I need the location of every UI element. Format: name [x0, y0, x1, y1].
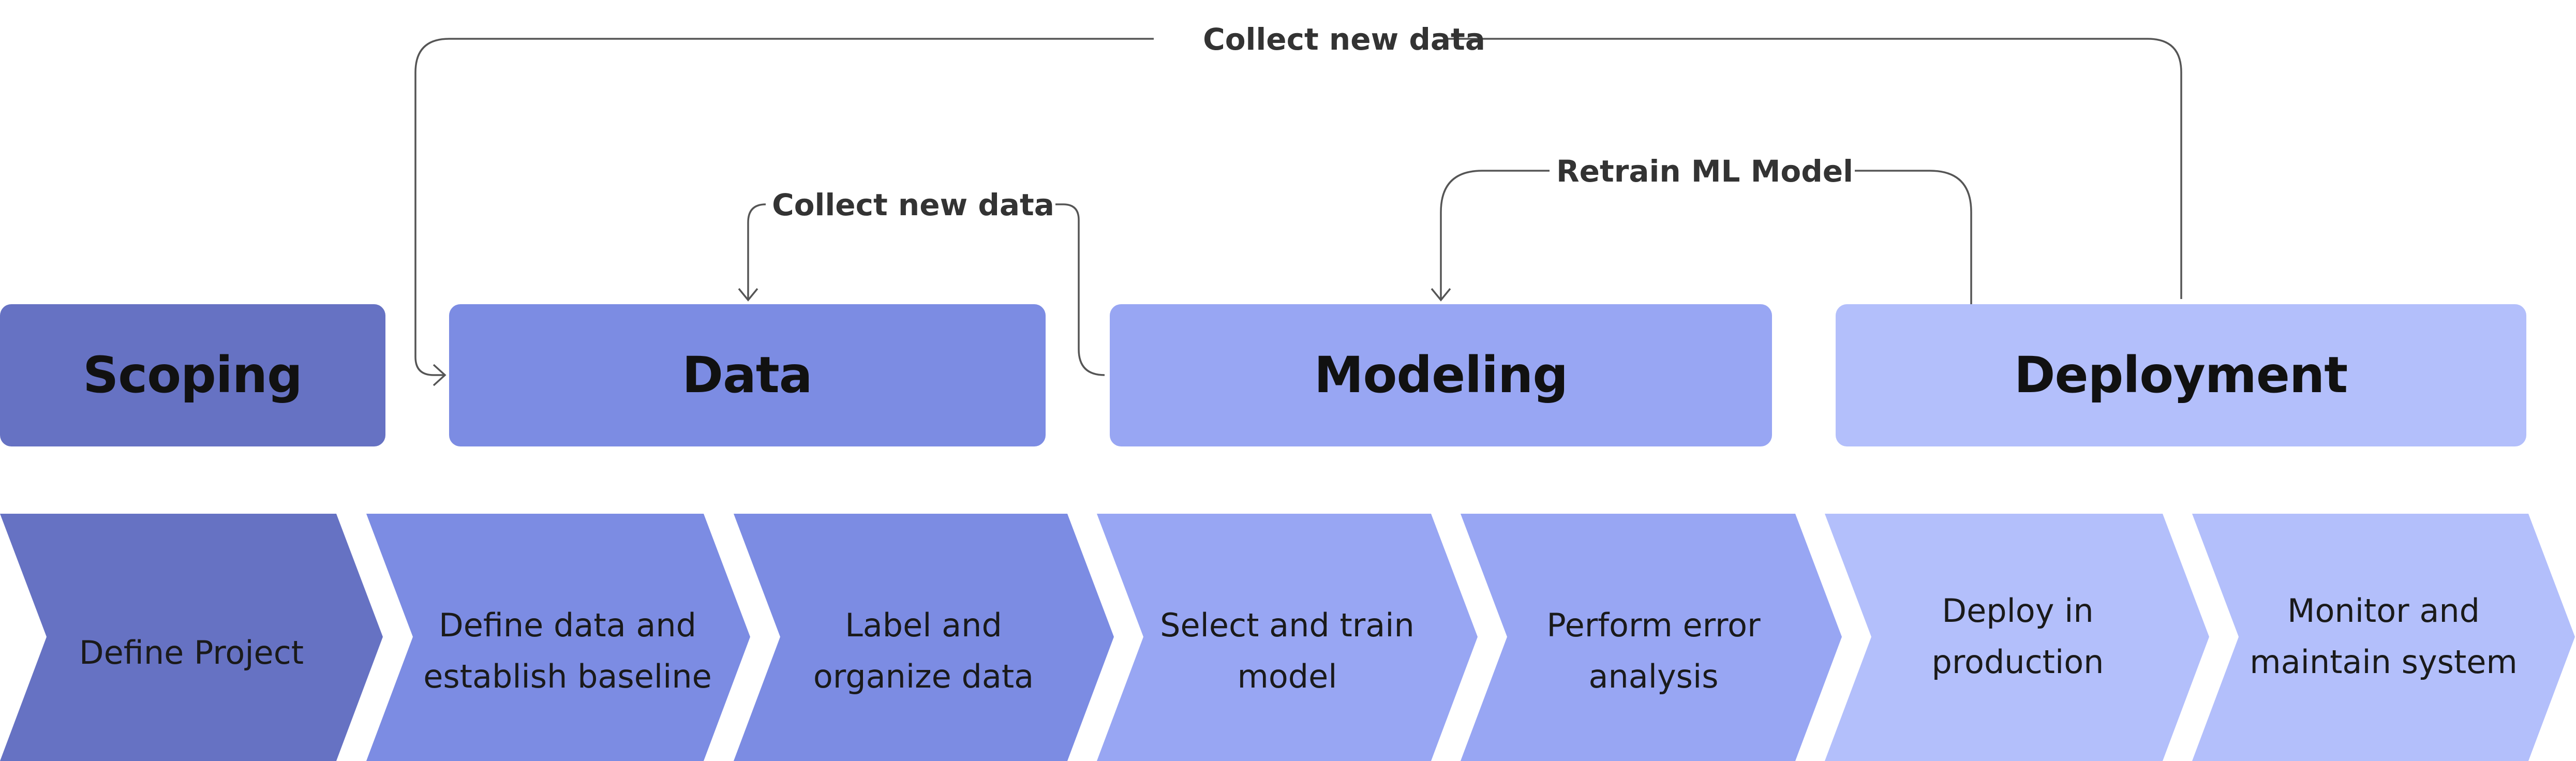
step-4: Perform error analysis: [1461, 514, 1842, 761]
step-chevron: [1461, 514, 1842, 761]
inner-loop-arrowhead: [738, 288, 758, 302]
step-1: Define data and establish baseline: [366, 514, 750, 761]
step-0: Define Project: [0, 514, 383, 761]
step-6: Monitor and maintain system: [2192, 514, 2575, 761]
phase-scoping: Scoping: [0, 304, 385, 446]
phase-box: [449, 304, 1046, 446]
retrain-loop-line: [1440, 170, 1972, 304]
phase-deployment: Deployment: [1836, 304, 2526, 446]
phase-box: [1110, 304, 1772, 446]
step-chevron: [366, 514, 750, 761]
step-chevron: [0, 514, 383, 761]
inner-loop-line: [747, 203, 1105, 376]
inner-loop-label: Collect new data: [772, 187, 1054, 222]
step-label: Perform error: [1546, 606, 1761, 644]
step-label: maintain system: [2250, 643, 2518, 681]
step-chevron: [1097, 514, 1478, 761]
step-label: Define Project: [79, 634, 304, 672]
outer-loop-arrowhead: [433, 364, 446, 386]
step-label: Select and train: [1160, 606, 1414, 644]
step-2: Label and organize data: [734, 514, 1114, 761]
retrain-loop-arrowhead: [1431, 288, 1451, 302]
phase-label: Scoping: [83, 346, 302, 404]
step-label: establish baseline: [423, 658, 712, 695]
outer-loop-line: [414, 38, 2182, 376]
phase-modeling: Modeling: [1110, 304, 1772, 446]
step-chevron: [1825, 514, 2209, 761]
step-label: analysis: [1588, 658, 1718, 695]
step-chevron: [734, 514, 1114, 761]
step-label: Monitor and: [2287, 592, 2480, 630]
step-5: Deploy in production: [1825, 514, 2209, 761]
phase-label: Data: [682, 346, 812, 404]
step-label: model: [1237, 658, 1337, 695]
step-label: Label and: [845, 606, 1002, 644]
retrain-loop-label: Retrain ML Model: [1556, 154, 1853, 189]
step-label: Deploy in: [1942, 592, 2093, 630]
step-3: Select and train model: [1097, 514, 1478, 761]
step-chevron: [2192, 514, 2575, 761]
outer-loop-label: Collect new data: [1203, 22, 1485, 57]
phase-box: [0, 304, 385, 446]
step-label: production: [1932, 643, 2104, 681]
feedback-loops: [414, 38, 2182, 386]
step-label: organize data: [813, 658, 1034, 695]
phase-box: [1836, 304, 2526, 446]
phase-data: Data: [449, 304, 1046, 446]
step-label: Define data and: [439, 606, 696, 644]
phase-label: Modeling: [1314, 346, 1568, 404]
phase-label: Deployment: [2014, 346, 2347, 404]
